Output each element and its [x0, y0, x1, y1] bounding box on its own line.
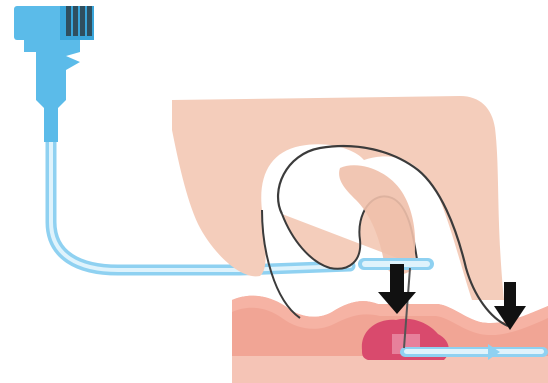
syringe-device-icon [14, 6, 94, 142]
hand-with-index-finger [172, 96, 508, 326]
tissue-bottom-band [232, 356, 548, 383]
